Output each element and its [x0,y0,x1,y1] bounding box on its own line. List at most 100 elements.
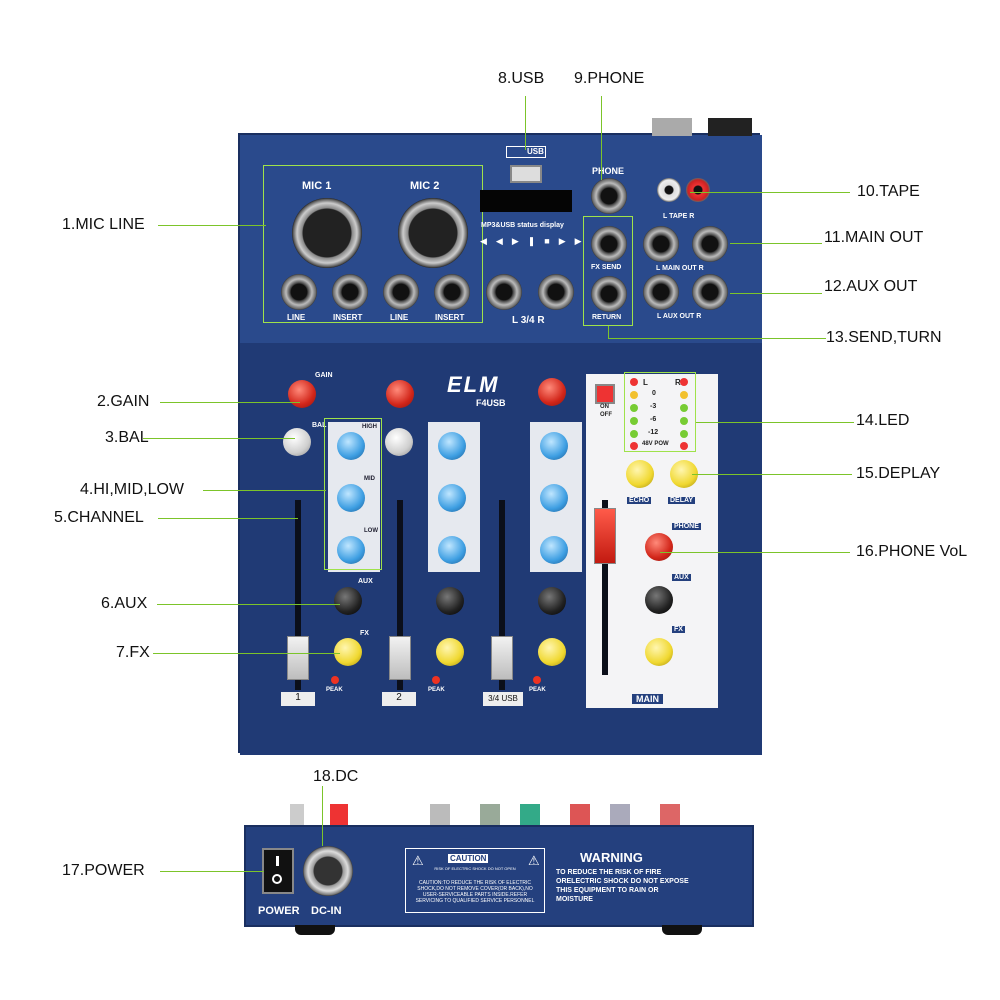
led-l-label: L [643,378,648,387]
led-l-3 [630,404,638,412]
phone-volume-knob[interactable] [645,533,673,561]
leader-power [160,871,264,872]
leader-aux [157,604,340,605]
led-level-0: 0 [652,390,656,397]
line-jack-1[interactable] [281,274,317,310]
mp3-transport-buttons[interactable]: ◀◀▶❚■▶▶ [480,236,591,246]
master-fx-knob[interactable] [645,638,673,666]
aux-knob-ch34[interactable] [538,587,566,615]
gain-knob-ch2[interactable] [386,380,414,408]
peak-led-ch1 [331,676,339,684]
brand-logo: ELM [447,372,500,397]
bal-knob-ch1[interactable] [283,428,311,456]
low-knob-ch1[interactable] [337,536,365,564]
insert-label-1: INSERT [333,313,363,322]
main-out-l[interactable] [643,226,679,262]
aux-out-r[interactable] [692,274,728,310]
echo-knob[interactable] [626,460,654,488]
bal-label-ch1: BAL [312,422,327,429]
peak-led-ch34 [533,676,541,684]
led-r-0 [680,391,688,399]
gain-knob-ch34[interactable] [538,378,566,406]
insert-jack-1[interactable] [332,274,368,310]
fx-send-jack[interactable] [591,226,627,262]
aux-out-l[interactable] [643,274,679,310]
warning-text: TO REDUCE THE RISK OF FIRE ORELECTRIC SH… [556,869,689,903]
tape-rca-l[interactable] [657,178,681,202]
line-jack-2[interactable] [383,274,419,310]
power-switch-on-mark [276,856,279,866]
mid-knob-ch1[interactable] [337,484,365,512]
tape-rca-r[interactable] [686,178,710,202]
power-switch[interactable] [262,848,294,894]
led-pow [680,442,688,450]
mid-knob-ch2[interactable] [438,484,466,512]
main-fader[interactable] [594,508,616,564]
l34r-label: L 3/4 R [512,315,545,326]
master-aux-knob[interactable] [645,586,673,614]
xlr-jack-2[interactable] [398,198,468,268]
stereo-jack-r[interactable] [538,274,574,310]
callout-usb: 8.USB [498,70,545,87]
gain-knob-ch1[interactable] [288,380,316,408]
low-knob-ch2[interactable] [438,536,466,564]
fader-ch2[interactable] [389,636,411,680]
fader-ch34[interactable] [491,636,513,680]
return-jack[interactable] [591,276,627,312]
aux-knob-ch1[interactable] [334,587,362,615]
high-knob-ch2[interactable] [438,432,466,460]
echo-label: ECHO [627,497,652,504]
leader-led [696,422,854,423]
delay-label: DELAY [668,497,696,504]
caution-icon-warn: ⚠ [528,853,540,868]
insert-jack-2[interactable] [434,274,470,310]
bal-knob-ch2[interactable] [385,428,413,456]
caution-icon-shock: ⚠ [412,853,424,868]
dc-in-connector[interactable] [303,846,353,896]
mic2-label: MIC 2 [410,180,440,192]
led-level-3: -3 [650,403,657,410]
main-out-r[interactable] [692,226,728,262]
fx-knob-ch34[interactable] [538,638,566,666]
leader-phone-vol [660,552,850,553]
led-level-12: -12 [648,429,659,436]
xlr-jack-1[interactable] [292,198,362,268]
usb-port[interactable] [510,165,542,183]
led-r-label: R [675,378,681,387]
callout-dc: 18.DC [313,768,359,785]
phone-small-label: PHONE [672,523,701,530]
callout-channel: 5.CHANNEL [54,509,144,526]
48v-button[interactable] [595,384,615,404]
rear-foot-left [295,925,335,935]
callout-hi-mid-low: 4.HI,MID,LOW [80,481,185,498]
led-highlight [624,372,696,452]
low-knob-ch34[interactable] [540,536,568,564]
high-knob-ch1[interactable] [337,432,365,460]
led-level-6: -6 [650,416,657,423]
top-connectors [652,118,762,136]
fx-knob-ch2[interactable] [436,638,464,666]
callout-aux-out: 12.AUX OUT [824,278,918,295]
mid-knob-ch34[interactable] [540,484,568,512]
aux-knob-ch2[interactable] [436,587,464,615]
phone-panel-label: PHONE [592,166,625,176]
callout-phone-vol: 16.PHONE VoL [856,543,968,560]
peak-label-ch1: PEAK [326,687,343,693]
line-label-1: LINE [287,313,306,322]
mic-line-highlight [263,165,483,323]
led-r-6 [680,417,688,425]
fx-knob-ch1[interactable] [334,638,362,666]
leader-fx [153,653,340,654]
led-r-clip [680,378,688,386]
mic1-label: MIC 1 [302,180,332,192]
stereo-jack-l[interactable] [486,274,522,310]
fader-ch1[interactable] [287,636,309,680]
eq-highlight [324,418,382,570]
high-knob-ch34[interactable] [540,432,568,460]
phone-jack[interactable] [591,178,627,214]
aux-out-label: L AUX OUT R [657,313,702,320]
peak-led-ch2 [432,676,440,684]
off-label: OFF [600,412,612,418]
mp3-status-display [480,190,572,212]
led-48v [630,442,638,450]
